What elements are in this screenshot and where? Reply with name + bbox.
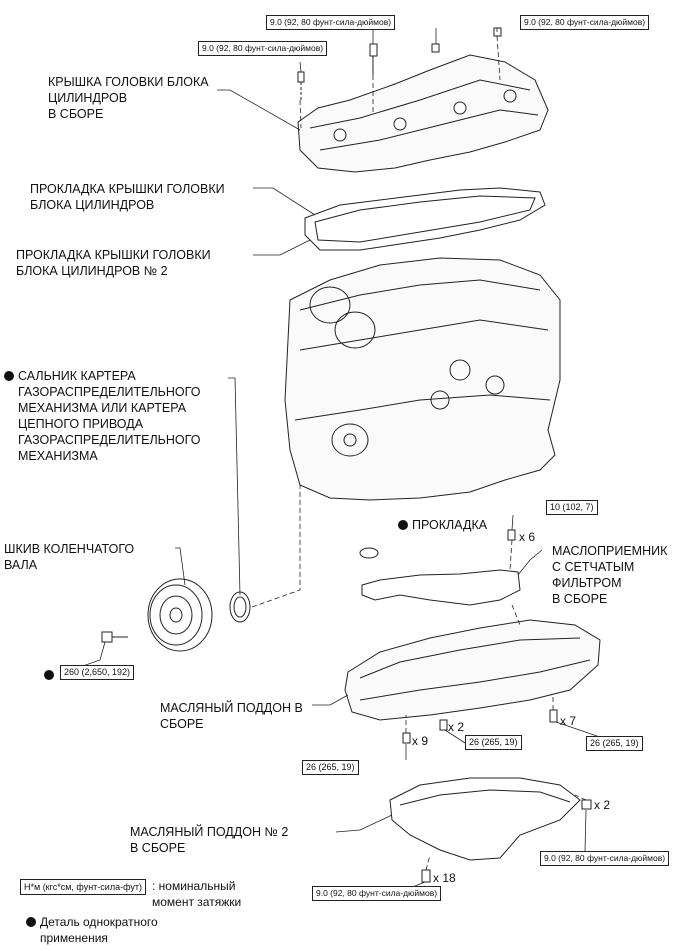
torque-pan-a: 26 (265, 19) (465, 735, 522, 750)
torque-pan2-right: 9.0 (92, 80 фунт-сила-дюймов) (540, 851, 670, 866)
torque-head-left: 9.0 (92, 80 фунт-сила-дюймов) (198, 41, 328, 56)
single-use-dot-icon (4, 371, 14, 381)
bolt-icon (402, 732, 411, 744)
engine-block-part (284, 257, 561, 501)
qty-pan2-bolts-2: x 2 (594, 798, 611, 812)
bolt-icon (421, 869, 431, 883)
qty-strainer-bolts: x 6 (519, 530, 536, 544)
bolt-icon (581, 799, 592, 810)
torque-strainer: 10 (102, 7) (546, 500, 598, 515)
torque-pan2-bottom: 9.0 (92, 80 фунт-сила-дюймов) (312, 886, 442, 901)
label-oil-seal: САЛЬНИК КАРТЕРА ГАЗОРАСПРЕДЕЛИТЕЛЬНОГО М… (4, 368, 200, 464)
head-cover-part (297, 54, 549, 173)
bolt-icon (369, 43, 378, 75)
single-use-dot-icon (26, 917, 36, 927)
torque-pan-b: 26 (265, 19) (586, 736, 643, 751)
bolt-icon (431, 43, 440, 53)
crank-pulley-part (147, 578, 213, 652)
bolt-icon (439, 719, 448, 731)
bolt-icon (297, 71, 305, 100)
qty-pan-bolts-2: x 2 (448, 720, 465, 734)
oil-pan-2-part (389, 777, 581, 861)
torque-pan-c: 26 (265, 19) (302, 760, 359, 775)
legend-single-use: Деталь однократного применения (26, 914, 158, 946)
qty-pan-bolts-7: x 7 (560, 714, 577, 728)
torque-head-right: 9.0 (92, 80 фунт-сила-дюймов) (520, 15, 650, 30)
single-use-dot-icon (398, 520, 408, 530)
oil-strainer-part (361, 569, 521, 606)
bolt-icon (549, 709, 558, 723)
qty-pan2-bolts-18: x 18 (433, 871, 456, 885)
torque-pulley: 260 (2,650, 192) (60, 665, 135, 680)
oil-seal-part (229, 591, 251, 623)
bolt-icon (493, 27, 502, 37)
gasket-ring-part (359, 547, 379, 559)
label-gasket: ПРОКЛАДКА (398, 517, 487, 533)
bolt-icon (101, 631, 128, 643)
head-cover-gasket-part (304, 187, 546, 251)
single-use-dot-icon (44, 670, 54, 680)
torque-head-mid: 9.0 (92, 80 фунт-сила-дюймов) (266, 15, 396, 30)
oil-pan-part (344, 619, 601, 721)
qty-pan-bolts-9: x 9 (412, 734, 429, 748)
legend-torque-unit: Н*м (кгс*см, фунт-сила-фут) (20, 879, 146, 895)
bolt-icon (507, 529, 516, 541)
